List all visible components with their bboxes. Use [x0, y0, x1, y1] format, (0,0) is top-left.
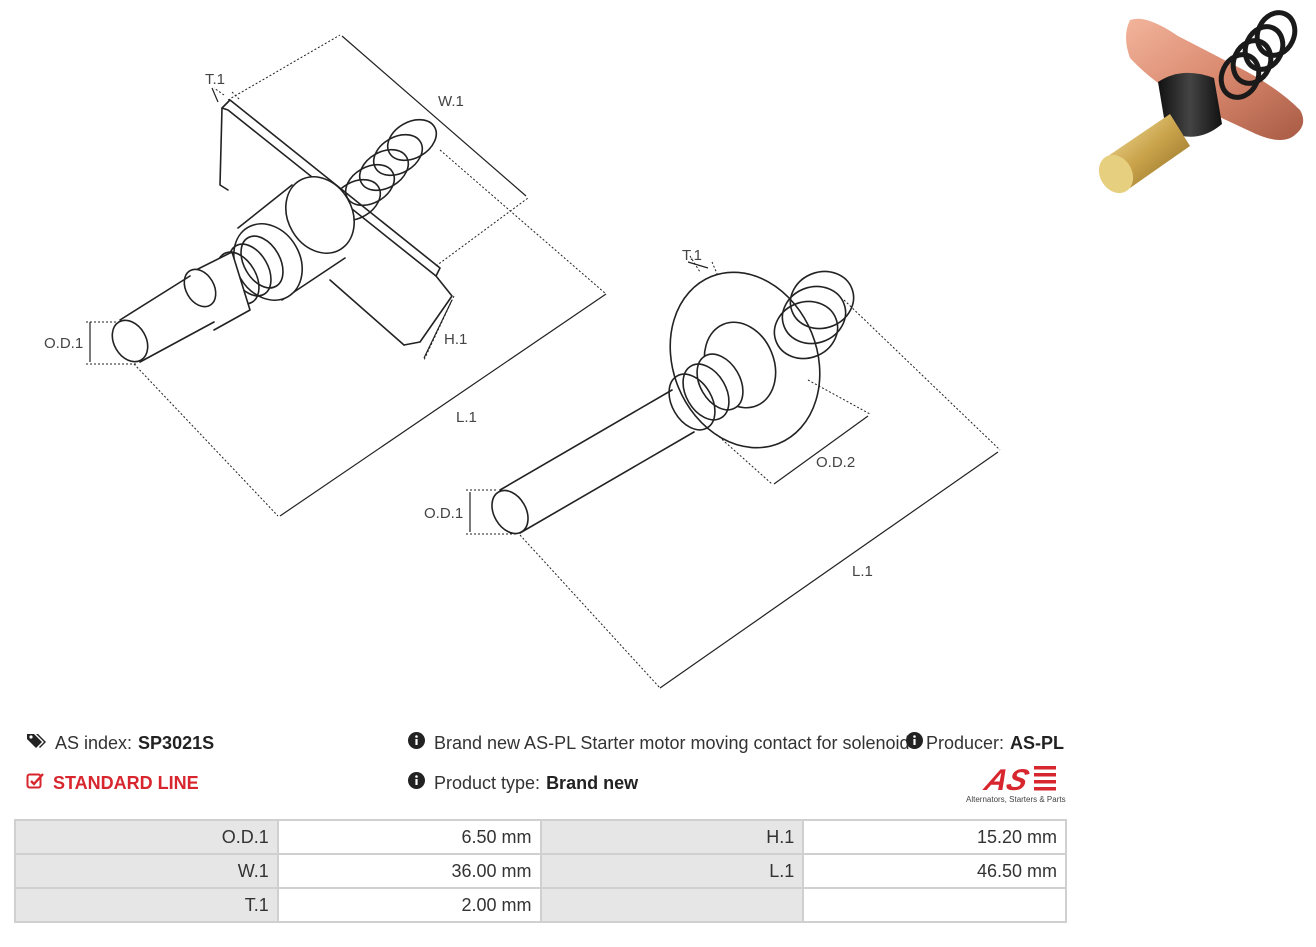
- spec-key: L.1: [541, 855, 803, 887]
- technical-drawing: T.1 W.1 H.1 O.D.1 L.1 T.1 O.D.2 O.D.1 L.…: [44, 34, 1001, 689]
- spec-key: H.1: [541, 821, 803, 853]
- spec-value: [804, 889, 1065, 921]
- standard-line-label: STANDARD LINE: [53, 773, 199, 793]
- logo-tagline: Alternators, Starters & Parts: [966, 795, 1066, 804]
- producer-row: Producer: AS-PL: [906, 732, 1064, 754]
- as-index-value: SP3021S: [138, 733, 215, 753]
- producer-value: AS-PL: [1010, 732, 1065, 753]
- table-row: O.D.1 6.50 mm H.1 15.20 mm: [16, 821, 1065, 853]
- spec-key: [541, 889, 803, 921]
- spec-value: 6.50 mm: [278, 821, 540, 853]
- dim-label-w1: W.1: [438, 93, 464, 110]
- spec-key: O.D.1: [16, 821, 277, 853]
- as-index-row: AS index: SP3021S: [26, 732, 214, 755]
- dim-label-od1-a: O.D.1: [44, 335, 83, 352]
- dim-label-t1-b: T.1: [682, 247, 702, 264]
- description-row: Brand new AS-PL Starter motor moving con…: [408, 732, 910, 754]
- info-icon: [906, 732, 923, 754]
- spec-value: 46.50 mm: [804, 855, 1065, 887]
- standard-line-row: STANDARD LINE: [26, 772, 199, 795]
- product-type-label: Product type:: [434, 772, 541, 793]
- logo-mark: AS: [980, 763, 1034, 796]
- product-type-row: Product type: Brand new: [408, 772, 638, 794]
- tags-icon: [26, 732, 46, 755]
- spring-b: [773, 270, 855, 360]
- product-type-value: Brand new: [546, 772, 639, 793]
- dim-label-od2: O.D.2: [816, 454, 855, 471]
- dim-label-t1-a: T.1: [205, 71, 225, 88]
- specs-table: O.D.1 6.50 mm H.1 15.20 mm W.1 36.00 mm …: [14, 819, 1067, 923]
- spec-value: 2.00 mm: [278, 889, 540, 921]
- table-row: T.1 2.00 mm: [16, 889, 1065, 921]
- as-index-label: AS index:: [55, 733, 133, 753]
- spec-key: W.1: [16, 855, 277, 887]
- as-pl-logo: AS: [960, 762, 1070, 806]
- description-text: Brand new AS-PL Starter motor moving con…: [434, 732, 910, 753]
- plate-top-edge: [221, 99, 441, 277]
- technical-drawing-svg: T.1 W.1 H.1 O.D.1 L.1 T.1 O.D.2 O.D.1 L.…: [44, 34, 1001, 689]
- producer-label: Producer:: [926, 732, 1005, 753]
- info-icon: [408, 772, 425, 794]
- dim-label-h1: H.1: [444, 331, 467, 348]
- checkbox-icon: [26, 772, 44, 795]
- info-icon: [408, 732, 425, 754]
- table-row: W.1 36.00 mm L.1 46.50 mm: [16, 855, 1065, 887]
- spec-value: 36.00 mm: [278, 855, 540, 887]
- product-photo: [1086, 6, 1308, 196]
- spec-value: 15.20 mm: [804, 821, 1065, 853]
- dim-label-l1-b: L.1: [852, 563, 873, 580]
- spec-key: T.1: [16, 889, 277, 921]
- dim-label-od1-b: O.D.1: [424, 505, 463, 522]
- dim-label-l1-a: L.1: [456, 409, 477, 426]
